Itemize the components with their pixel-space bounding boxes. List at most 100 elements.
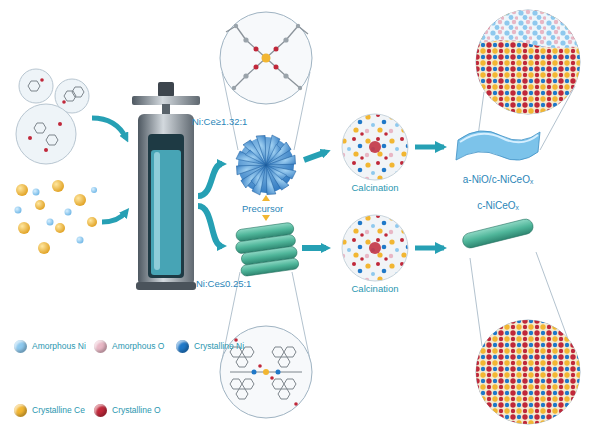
legend-text: Crystalline Ni	[194, 341, 244, 352]
crystal-zoom	[470, 318, 590, 428]
legend-text: Amorphous Ni	[32, 341, 86, 352]
autoclave	[162, 104, 170, 114]
legend-entry: Crystalline Ce	[14, 404, 85, 417]
complex-zoom	[254, 65, 259, 70]
ligand-bubbles	[40, 78, 44, 82]
calcination-step-outline	[340, 112, 410, 182]
legend-swatch	[176, 340, 189, 353]
stage-label: Precursor	[242, 203, 283, 215]
complex-zoom	[286, 76, 300, 88]
complex-zoom	[220, 12, 312, 104]
legend-entry: Amorphous O	[94, 340, 164, 353]
autoclave	[154, 152, 160, 270]
ligand-bubbles	[16, 69, 89, 164]
framework-zoom	[294, 402, 298, 406]
leader-line	[470, 258, 482, 346]
precursor-arrows	[262, 215, 270, 221]
framework-zoom	[272, 347, 284, 357]
complex-zoom	[298, 86, 302, 90]
rod-precursor	[240, 258, 299, 277]
autoclave	[136, 282, 196, 290]
ligand-bubbles	[34, 123, 46, 133]
legend-swatch	[94, 404, 107, 417]
process-arrow	[415, 145, 444, 150]
framework-zoom	[272, 379, 284, 389]
product-sheet: a-NiO/c-NiCeOₓ	[446, 118, 550, 194]
branch-arrow	[198, 206, 222, 246]
framework-zoom	[236, 357, 248, 367]
metal-ions	[38, 242, 50, 254]
legend-text: Amorphous O	[112, 341, 164, 352]
framework-zoom	[252, 370, 257, 375]
metal-ions	[33, 189, 40, 196]
product-rod: c-NiCeOₓ	[446, 200, 550, 262]
complex-zoom	[283, 37, 288, 42]
autoclave	[132, 82, 200, 290]
flower-precursor	[238, 137, 294, 193]
metal-ions	[87, 217, 97, 227]
framework-zoom	[276, 370, 281, 375]
heterostructure-zoom	[470, 8, 590, 118]
node-text: Calcination	[352, 182, 399, 194]
ligand-bubbles	[16, 104, 76, 164]
ratio-label: Ni:Ce≥1.32:1	[192, 116, 247, 128]
rod-precursor	[233, 222, 299, 277]
heterostructure-zoom	[470, 8, 590, 48]
framework-zoom	[220, 326, 312, 418]
complex-zoom	[243, 73, 248, 78]
complex-zoom	[234, 24, 238, 28]
calcination-step-outline	[340, 213, 410, 283]
metal-ions	[18, 222, 30, 234]
legend-swatch	[94, 340, 107, 353]
legend-entry: Crystalline Ni	[176, 340, 244, 353]
framework-zoom	[284, 379, 296, 389]
framework-zoom	[220, 326, 312, 418]
ligand-bubbles	[19, 69, 53, 103]
framework-zoom	[258, 364, 262, 368]
feed-arrow	[102, 212, 126, 222]
node-text: c-NiCeOₓ	[477, 200, 519, 212]
metal-ions	[15, 180, 98, 254]
nanosheet-highlight	[460, 134, 538, 143]
metal-ions	[15, 207, 22, 214]
crystal-zoom	[470, 318, 590, 428]
flower-precursor	[233, 132, 299, 198]
precursor-arrows	[262, 195, 270, 201]
complex-zoom	[232, 86, 236, 90]
ligand-bubbles	[58, 122, 62, 126]
heterostructure-zoom	[470, 8, 590, 118]
complex-zoom	[220, 12, 312, 104]
complex-zoom	[226, 26, 308, 88]
framework-zoom	[270, 376, 274, 380]
autoclave	[148, 134, 184, 278]
feed-arrow	[92, 118, 126, 222]
framework-zoom	[263, 369, 269, 375]
leader-line	[222, 72, 575, 360]
autoclave	[151, 150, 181, 275]
ligand-bubbles	[72, 87, 84, 97]
nanosheet-shape	[456, 131, 540, 160]
calcination-step: Calcination	[335, 112, 415, 200]
framework-zoom	[284, 347, 296, 357]
cluster-atom	[369, 242, 381, 254]
legend-swatch	[14, 340, 27, 353]
metal-ions	[55, 223, 65, 233]
metal-ions	[35, 200, 45, 210]
cluster-atom	[369, 141, 381, 153]
complex-zoom	[274, 47, 279, 52]
legend-swatch	[14, 404, 27, 417]
flower-precursor	[266, 143, 282, 167]
metal-ions	[47, 219, 54, 226]
leader-line	[478, 92, 484, 136]
flower-precursor	[263, 165, 287, 181]
framework-zoom	[278, 389, 290, 399]
metal-ions	[52, 180, 64, 192]
complex-zoom	[283, 73, 288, 78]
complex-zoom	[286, 26, 298, 40]
calcination-circle	[342, 114, 408, 180]
nanorod-shape	[461, 218, 534, 250]
node-text: Calcination	[352, 283, 399, 295]
feed-arrow	[92, 118, 126, 138]
framework-zoom	[242, 379, 254, 389]
